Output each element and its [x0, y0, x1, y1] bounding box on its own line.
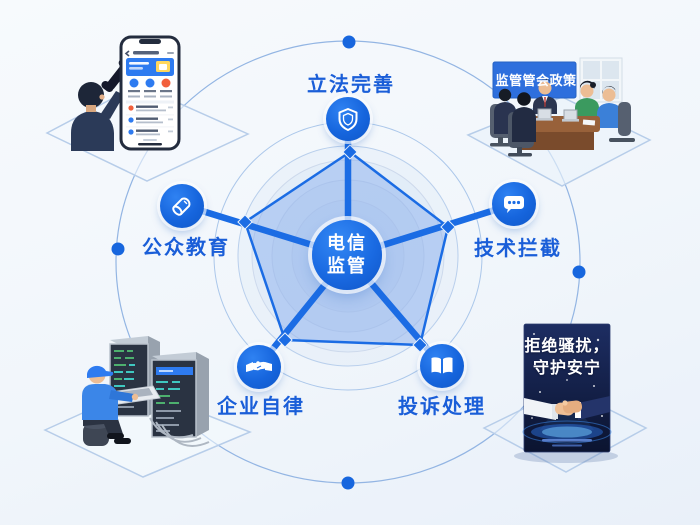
- handshake-icon: [237, 345, 281, 389]
- poster-text-line2: 守护安宁: [532, 358, 602, 377]
- app-list: [126, 105, 174, 136]
- open-book-icon: [420, 344, 464, 388]
- center-label-line2: 监管: [327, 256, 367, 277]
- policy-board: [492, 61, 577, 99]
- spoke-label-public-education: 公众教育: [142, 235, 230, 259]
- technician: [82, 365, 139, 446]
- radar-center-node: 电信 监管: [312, 220, 382, 290]
- pentagon-vertex-nodes: [237, 144, 456, 353]
- spoke-label-self-discipline: 企业自律: [217, 394, 305, 418]
- shield-icon: [326, 97, 370, 141]
- center-label-line1: 电信: [327, 232, 367, 254]
- cables: [149, 417, 210, 447]
- orbit-dot: [111, 242, 125, 256]
- scene-server-maintenance: [25, 330, 260, 500]
- awareness-poster: [522, 323, 612, 453]
- chat-bubble-icon: [492, 182, 536, 226]
- orbit-dot: [341, 476, 355, 490]
- spoke-label-complaints: 投诉处理: [398, 394, 486, 418]
- scene-customer-service-call: [20, 25, 260, 195]
- orbit-dot: [572, 265, 586, 279]
- server-rack-icon: [151, 352, 209, 438]
- megaphone-icon: [160, 184, 204, 228]
- smartphone-mockup: [119, 35, 181, 151]
- meeting-attendees-back: [490, 88, 536, 157]
- poster-text-line1: 拒绝骚扰，: [524, 336, 610, 355]
- person-on-phone: [71, 82, 124, 151]
- orbit-dot: [342, 35, 356, 49]
- spoke-label-legislation: 立法完善: [307, 72, 395, 96]
- handshake-graphic: [524, 396, 610, 420]
- scene-policy-meeting: [460, 38, 685, 198]
- meeting-attendees: [533, 79, 635, 142]
- policy-board-text: 监管管会政策: [495, 74, 577, 89]
- spoke-label-tech-intercept: 技术拦截: [474, 236, 562, 260]
- scene-awareness-poster: [470, 308, 690, 493]
